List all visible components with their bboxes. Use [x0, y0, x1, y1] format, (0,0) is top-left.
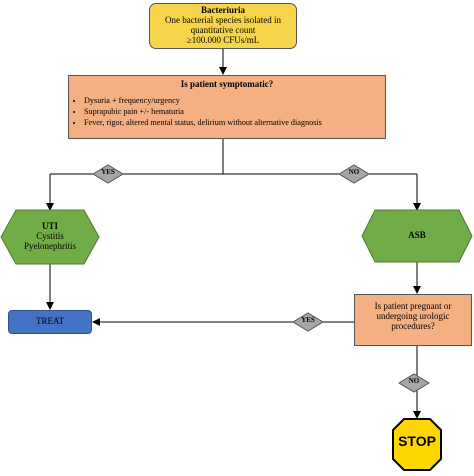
diamond-yes-pregnant	[292, 312, 324, 332]
bacteriuria-text: Bacteriuria One bacterial species isolat…	[149, 5, 297, 46]
diamond-no-right	[338, 164, 370, 184]
pregnant-yes-label: YES	[301, 316, 315, 324]
stop-octagon	[392, 418, 442, 471]
pregnant-line-2: undergoing urologic	[376, 310, 450, 321]
pregnant-box	[354, 294, 472, 346]
symptom-item: Suprapubic pain +/- hematuria	[84, 106, 394, 117]
bacteriuria-line-1: One bacterial species isolated in	[165, 14, 281, 25]
symptom-item: Fever, rigor, altered mental status, del…	[84, 117, 394, 128]
decision-no-label: NO	[348, 168, 360, 176]
pregnant-question: Is patient pregnant or undergoing urolog…	[354, 301, 472, 332]
bacteriuria-line-3: ≥100.000 CFUs/mL	[186, 34, 260, 45]
uti-line-1: Cystitis	[36, 230, 64, 241]
stop-label: STOP	[398, 433, 436, 449]
bacteriuria-box	[149, 3, 297, 49]
bacteriuria-title: Bacteriuria	[201, 5, 245, 15]
pregnant-no-label: NO	[408, 377, 420, 385]
uti-title: UTI	[41, 221, 58, 231]
diamond-yes-left	[92, 164, 124, 184]
asb-hexagon	[361, 209, 473, 263]
symptomatic-question: Is patient symptomatic?	[180, 79, 274, 89]
uti-hexagon	[0, 209, 100, 265]
pregnant-line-3: procedures?	[391, 320, 435, 331]
treat-box	[8, 310, 92, 334]
uti-line-2: Pyelonephritis	[24, 240, 76, 251]
decision-yes-label: YES	[101, 168, 115, 176]
asb-title: ASB	[408, 230, 426, 240]
pregnant-line-1: Is patient pregnant or	[374, 301, 452, 311]
uti-text: UTI Cystitis Pyelonephritis	[5, 221, 95, 252]
diamond-no-pregnant	[398, 373, 430, 393]
symptom-list: Dysuria + frequency/urgency Suprapubic p…	[72, 95, 394, 128]
bacteriuria-line-2: quantitative count	[190, 24, 256, 35]
treat-label: TREAT	[36, 316, 64, 326]
symptom-item: Dysuria + frequency/urgency	[84, 95, 394, 106]
symptomatic-box	[68, 75, 386, 139]
